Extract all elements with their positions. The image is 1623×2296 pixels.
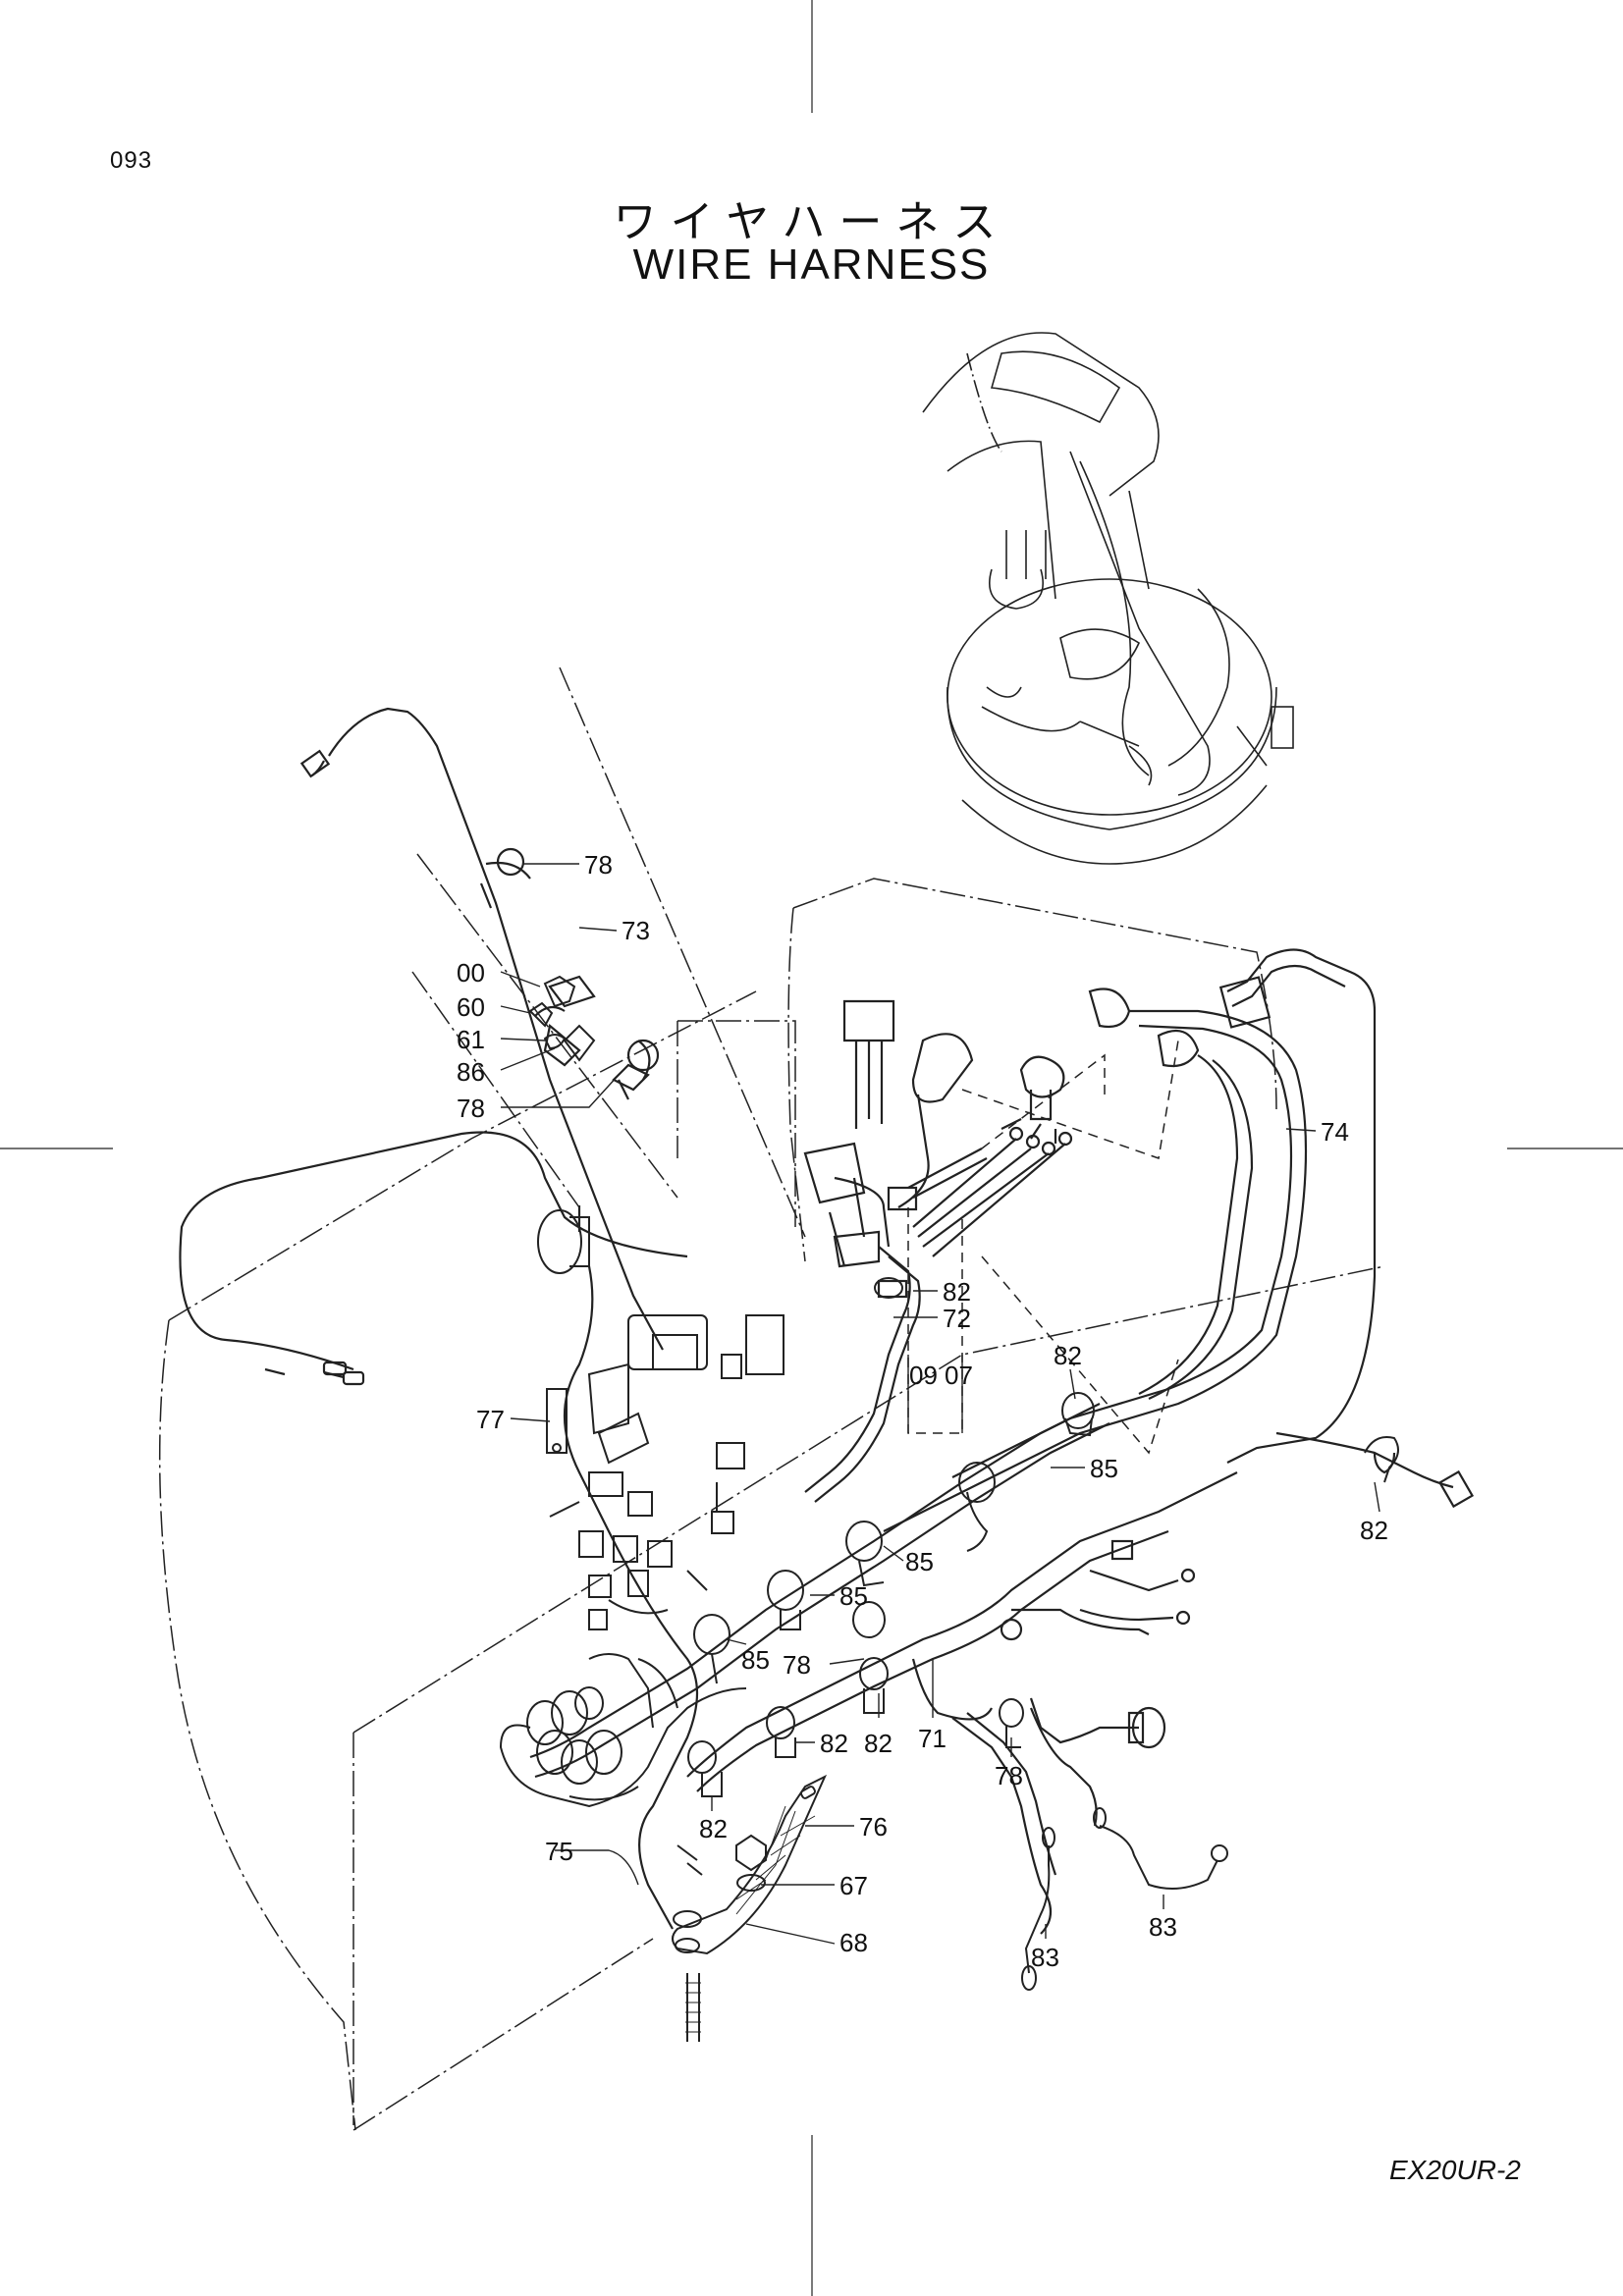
callout-leader-lines — [500, 863, 1380, 1945]
callout-labels: 78 73 00 60 61 86 78 74 82 72 09 07 82 7… — [457, 850, 1388, 1972]
callout-78-second: 78 — [457, 1094, 485, 1123]
callout-00: 00 — [457, 958, 485, 988]
callout-68: 68 — [839, 1928, 868, 1957]
callout-82-panel: 82 — [943, 1277, 971, 1307]
relay-panel — [549, 1314, 784, 1630]
harness-75 — [179, 1131, 699, 1930]
callout-76: 76 — [859, 1812, 888, 1842]
callout-82-right-clamp: 82 — [1054, 1341, 1082, 1370]
callout-61: 61 — [457, 1025, 485, 1054]
callout-73: 73 — [622, 916, 650, 945]
callout-75: 75 — [545, 1837, 573, 1866]
callout-77: 77 — [476, 1405, 505, 1434]
callout-78-middle: 78 — [783, 1650, 811, 1680]
callout-07: 07 — [945, 1361, 973, 1390]
callout-78-lower: 78 — [995, 1761, 1023, 1790]
page-number: 093 — [110, 147, 153, 174]
title-japanese: ワイヤハーネス — [613, 197, 1010, 247]
ground-strap-76 — [672, 1774, 828, 2042]
model-code: EX20UR-2 — [1389, 2155, 1521, 2185]
callout-82-bottom: 82 — [699, 1814, 728, 1843]
callout-82-lower-b: 82 — [864, 1729, 893, 1758]
callout-85-lower: 85 — [839, 1581, 868, 1611]
callout-82-lower-a: 82 — [820, 1729, 848, 1758]
harness-72 — [803, 999, 1073, 1503]
inset-machine-view — [922, 332, 1294, 865]
callout-09: 09 — [909, 1361, 938, 1390]
callout-72: 72 — [943, 1304, 971, 1333]
callout-60: 60 — [457, 992, 485, 1022]
callout-67: 67 — [839, 1871, 868, 1900]
left-connector-cluster — [499, 1653, 747, 1808]
callout-82-far-right: 82 — [1360, 1516, 1388, 1545]
battery-cables-83 — [1021, 1807, 1228, 1991]
harness-74 — [883, 948, 1475, 1532]
callout-83-right: 83 — [1149, 1912, 1177, 1942]
callout-74: 74 — [1321, 1117, 1349, 1147]
callout-85-upper: 85 — [1090, 1454, 1118, 1483]
connection-dashed-lines — [907, 1040, 1179, 1455]
harness-clamps — [687, 1277, 1399, 1797]
harness-71 — [529, 1403, 1238, 1935]
callout-83-left: 83 — [1031, 1943, 1059, 1972]
title-english: WIRE HARNESS — [632, 240, 991, 289]
small-parts-group — [528, 975, 596, 1062]
callout-71: 71 — [918, 1724, 947, 1753]
machine-body-outline — [158, 667, 1385, 2131]
callout-78-upper: 78 — [584, 850, 613, 880]
callout-85-middle: 85 — [905, 1547, 934, 1576]
horn-part — [537, 1209, 590, 1274]
callout-86: 86 — [457, 1057, 485, 1087]
callout-85-left: 85 — [741, 1645, 770, 1675]
